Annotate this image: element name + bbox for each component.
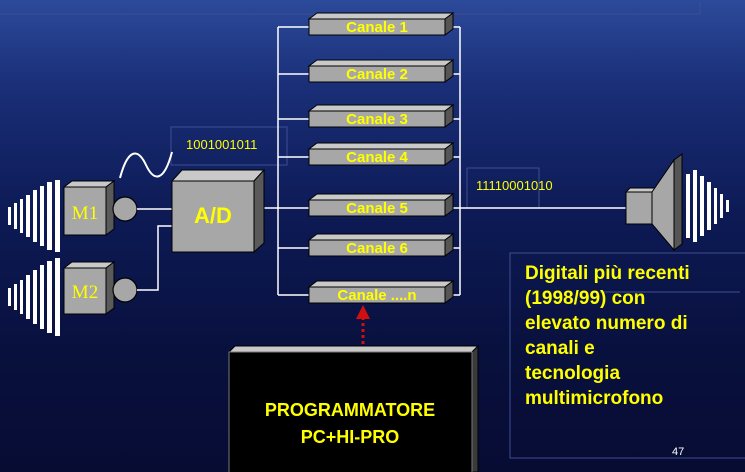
mic-m1-label: M1: [72, 203, 98, 224]
bits-input-label: 1001001011: [186, 137, 257, 152]
channel-label: Canale 4: [346, 149, 408, 166]
channel-label: Canale 2: [346, 66, 408, 83]
channel-label: Canale 6: [346, 240, 408, 257]
programmer-box: PROGRAMMATORE PC+HI-PRO: [227, 344, 480, 472]
description-text: Digitali più recenti (1998/99) con eleva…: [525, 261, 745, 411]
programming-arrow: [356, 305, 370, 350]
channel-3: Canale 3: [278, 104, 460, 128]
channel-label: Canale 3: [346, 111, 408, 128]
description-line: multimicrofono: [525, 388, 664, 409]
microphone-m1: M1: [62, 180, 138, 236]
mic-m2-label: M2: [72, 282, 98, 303]
channel-7: Canale ....n: [278, 280, 460, 304]
channel-4: Canale 4: [278, 142, 460, 166]
channel-1: Canale 1: [278, 12, 460, 36]
channel-label: Canale 1: [346, 19, 408, 36]
channel-bank: Canale 1 Canale 2 Canale 3 Canale 4 Canale 5…: [278, 12, 460, 304]
ad-converter: A/D: [170, 168, 266, 254]
programmer-label-line2: PC+HI-PRO: [301, 427, 400, 447]
sine-wave-icon: [119, 151, 173, 179]
speaker-icon: [624, 153, 683, 252]
channel-label: Canale ....n: [337, 287, 416, 304]
channel-bar: [308, 110, 446, 128]
channel-2: Canale 2: [278, 59, 460, 83]
channel-bar: [308, 148, 446, 166]
description-line: Digitali più recenti: [525, 263, 690, 284]
sound-waves-icon: [8, 180, 60, 336]
channel-6: Canale 6: [278, 233, 460, 257]
channel-bar: [308, 18, 446, 36]
microphone-m2: M2: [62, 261, 138, 315]
description-line: canali e: [525, 338, 595, 359]
ad-converter-label: A/D: [194, 203, 232, 228]
bits-output-label: 11110001010: [476, 178, 553, 193]
channel-bar: [308, 65, 446, 83]
channel-bar: [308, 286, 446, 304]
speaker-sound-waves-icon: [686, 170, 729, 242]
channel-5: Canale 5: [278, 193, 460, 217]
background-frames: [0, 2, 745, 459]
channel-label: Canale 5: [346, 200, 408, 217]
channel-bar: [308, 199, 446, 217]
page-number: 47: [672, 446, 685, 458]
connection-lines: [137, 27, 628, 295]
channel-bar: [308, 239, 446, 257]
description-line: tecnologia: [525, 363, 621, 384]
programmer-label-line1: PROGRAMMATORE: [265, 400, 435, 420]
description-line: elevato numero di: [525, 313, 688, 334]
description-line: (1998/99) con: [525, 288, 646, 309]
